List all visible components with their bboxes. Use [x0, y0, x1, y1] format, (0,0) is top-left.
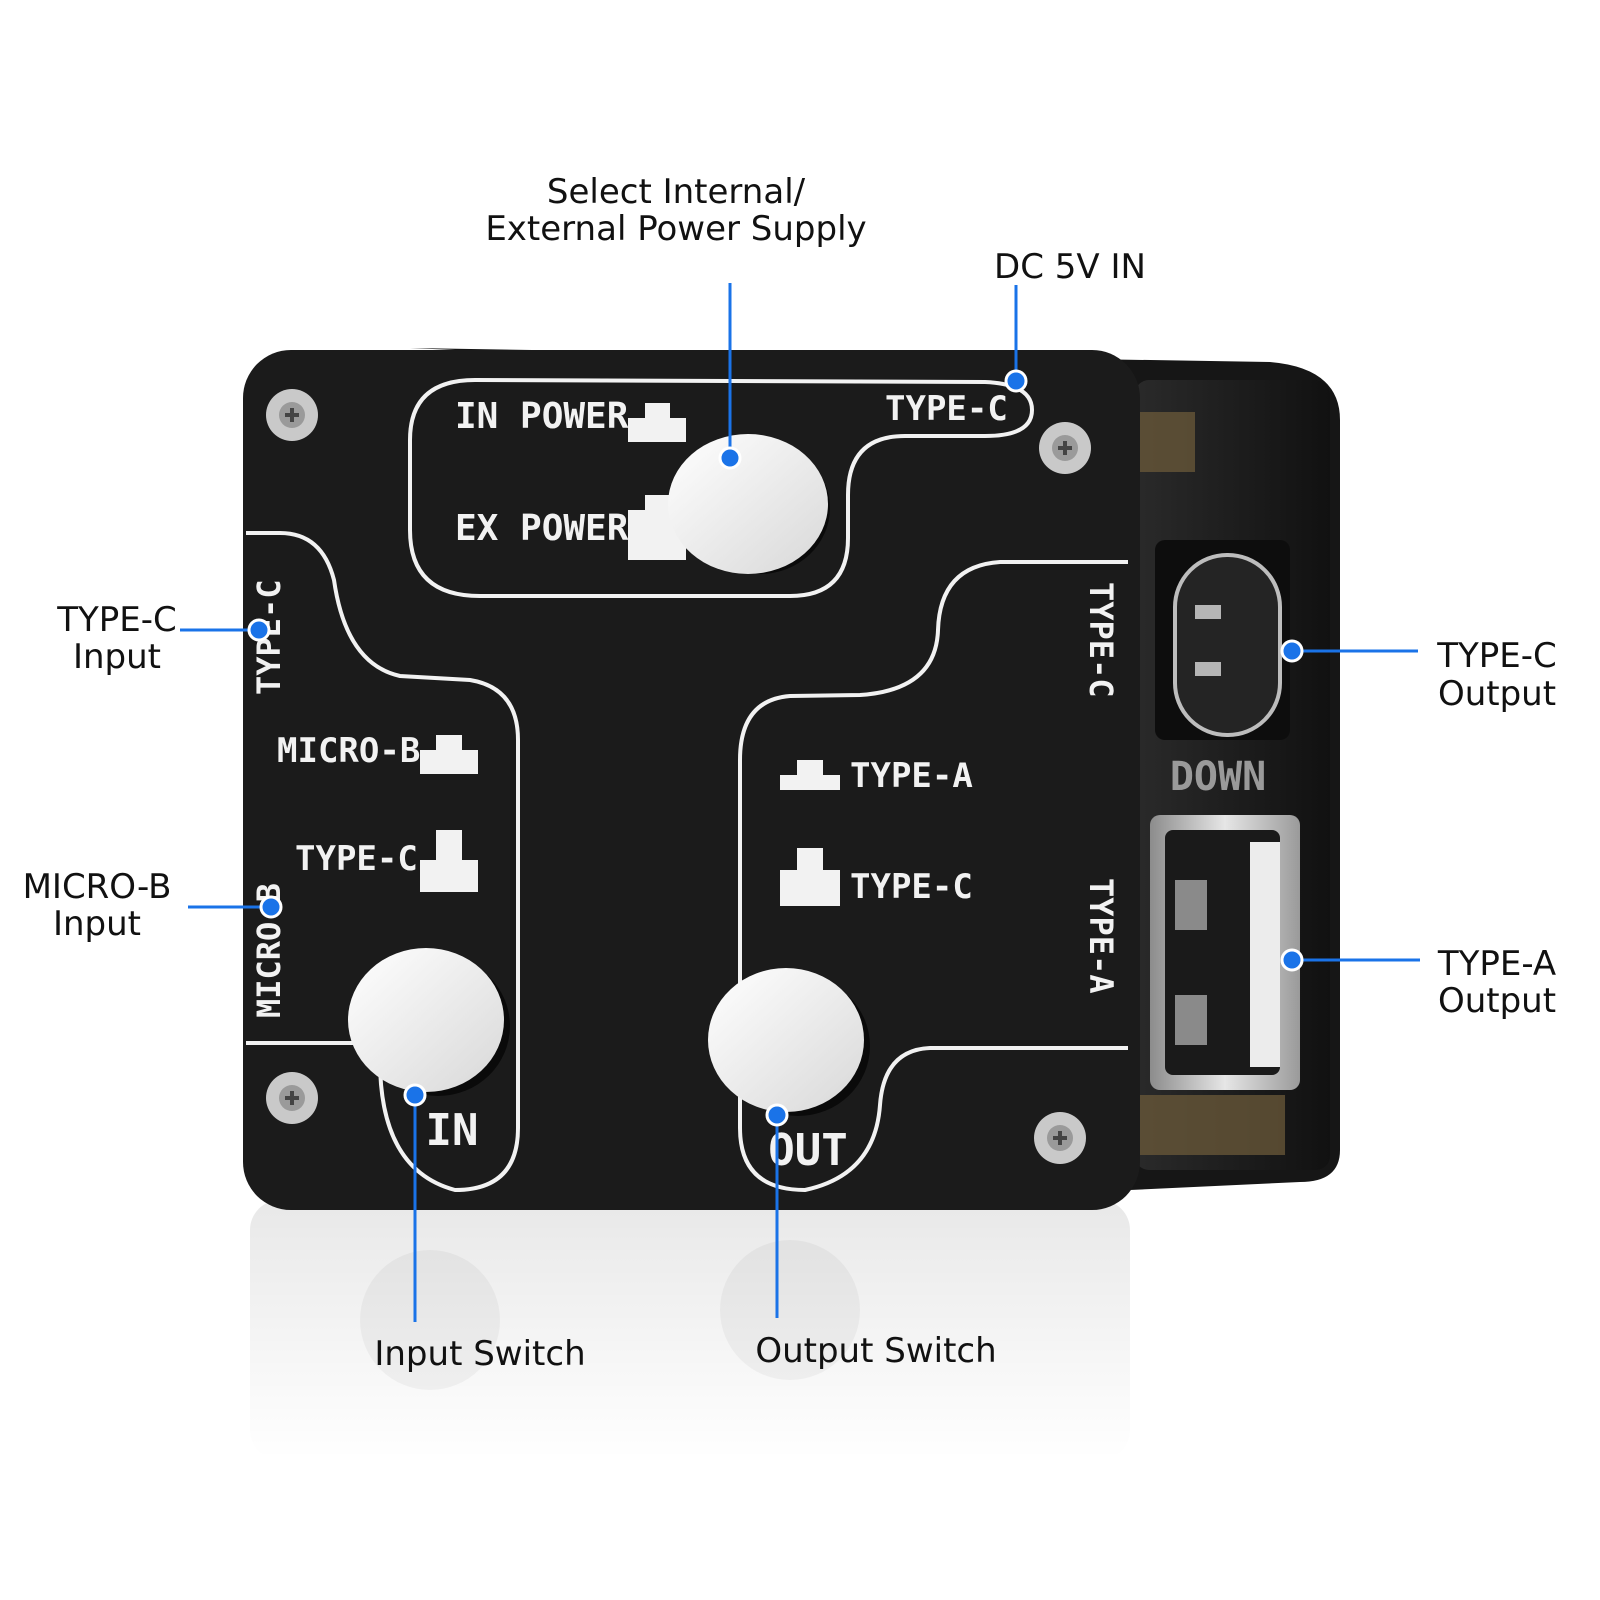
callout-typec-output-line2: Output: [1438, 674, 1556, 714]
callout-typec-input-line2: Input: [73, 637, 161, 677]
micro-b-option-label: MICRO-B: [277, 731, 420, 771]
in-power-label: IN POWER: [455, 396, 629, 437]
switch-position-icon: [420, 735, 478, 774]
callout-microb-input-line2: Input: [53, 904, 141, 944]
callout-typec-output-line1: TYPE-C: [1436, 636, 1557, 676]
input-panel-outline: [246, 531, 520, 1193]
screw-icon: [1039, 422, 1091, 474]
screw-icon: [1034, 1112, 1086, 1164]
callout-typea-output-line1: TYPE-A: [1437, 944, 1556, 984]
typec-output-port: [1155, 540, 1290, 740]
leader-typec-output: [1280, 639, 1418, 663]
leader-typec-input: [180, 618, 271, 642]
callout-output-switch: Output Switch: [755, 1331, 996, 1371]
out-label: OUT: [768, 1125, 847, 1176]
callout-power-select-line2: External Power Supply: [485, 209, 866, 249]
callout-microb-input-line1: MICRO-B: [23, 867, 172, 907]
leader-typea-output: [1280, 948, 1420, 972]
typec-right-label: TYPE-C: [1082, 582, 1120, 698]
ex-power-label: EX POWER: [455, 508, 629, 549]
output-switch[interactable]: [708, 968, 870, 1116]
typea-option-label: TYPE-A: [850, 756, 973, 796]
output-panel-outline: [738, 560, 1128, 1193]
down-label: DOWN: [1170, 754, 1266, 800]
switch-position-icon: [780, 760, 840, 790]
typec-option-left-label: TYPE-C: [295, 839, 418, 879]
board-reflection: [250, 1200, 1130, 1460]
switch-position-icon: [628, 403, 686, 442]
leader-dc-in: [1004, 285, 1028, 393]
screw-icon: [266, 389, 318, 441]
leader-output-switch: [765, 1103, 789, 1318]
callout-typec-input-line1: TYPE-C: [56, 600, 177, 640]
leader-input-switch: [403, 1083, 427, 1322]
typec-option-right-label: TYPE-C: [850, 867, 973, 907]
switch-position-icon: [780, 848, 840, 906]
power-select-outline: [408, 377, 1035, 598]
typea-output-port: [1150, 815, 1300, 1090]
screw-icon: [266, 1072, 318, 1124]
typec-top-label: TYPE-C: [885, 389, 1008, 429]
callout-typea-output-line2: Output: [1438, 981, 1556, 1021]
input-switch[interactable]: [348, 948, 510, 1096]
leader-microb-input: [188, 895, 283, 919]
switch-position-icon: [420, 830, 478, 892]
callout-input-switch: Input Switch: [374, 1334, 585, 1374]
power-select-switch[interactable]: [668, 434, 830, 574]
in-label: IN: [426, 1105, 479, 1156]
callout-power-select-line1: Select Internal/: [547, 172, 806, 212]
callout-dc-in: DC 5V IN: [994, 247, 1146, 287]
typea-right-label: TYPE-A: [1082, 878, 1120, 994]
device-side: DOWN: [410, 348, 1340, 1190]
leader-power-select: [718, 283, 742, 470]
